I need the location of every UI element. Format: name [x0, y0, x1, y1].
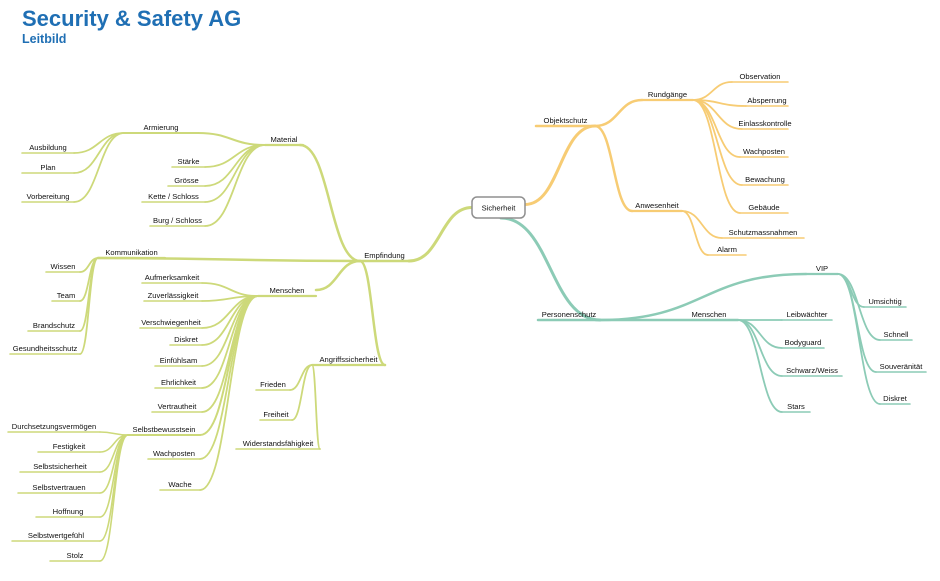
node-menschen: Menschen [269, 286, 304, 295]
node-schutzmassnahmen: Schutzmassnahmen [729, 228, 798, 237]
node-ausbildung: Ausbildung [29, 143, 67, 152]
node-staerke: Stärke [178, 157, 200, 166]
node-verschwiegenheit: Verschwiegenheit [141, 318, 201, 327]
branch-line [681, 210, 709, 256]
branch-line [291, 364, 313, 421]
node-menschen: Menschen [691, 310, 726, 319]
node-diskret: Diskret [883, 394, 908, 403]
node-zuverlaessigkeit: Zuverlässigkeit [148, 291, 200, 300]
node-widerstandsfaehigkeit: Widerstandsfähigkeit [243, 439, 314, 448]
node-stolz: Stolz [67, 551, 84, 560]
branch-line [837, 273, 865, 308]
node-armierung: Armierung [143, 123, 178, 132]
node-ehrlichkeit: Ehrlichkeit [161, 378, 197, 387]
node-wachposten: Wachposten [153, 449, 195, 458]
branch-line [598, 272, 808, 322]
branch-line [692, 99, 741, 214]
node-freiheit: Freiheit [263, 410, 289, 419]
node-absperrung: Absperrung [747, 96, 786, 105]
node-einlasskontrolle: Einlasskontrolle [738, 119, 791, 128]
node-schnell: Schnell [884, 330, 909, 339]
mind-map-branches [7, 81, 927, 562]
node-durchsetzungsvermoegen: Durchsetzungsvermögen [12, 422, 96, 431]
branch-line [837, 273, 881, 405]
branch-line [199, 295, 259, 491]
page-subtitle: Leitbild [22, 32, 67, 46]
center-node-label: Sicherheit [482, 204, 517, 213]
node-selbstvertrauen: Selbstvertrauen [32, 483, 85, 492]
node-bodyguard: Bodyguard [785, 338, 822, 347]
node-brandschutz: Brandschutz [33, 321, 75, 330]
node-material: Material [270, 135, 297, 144]
node-aufmerksamkeit: Aufmerksamkeit [145, 273, 200, 282]
node-bewachung: Bewachung [745, 175, 785, 184]
node-hoffnung: Hoffnung [53, 507, 84, 516]
node-schwarz-weiss: Schwarz/Weiss [786, 366, 838, 375]
node-wachposten: Wachposten [743, 147, 785, 156]
node-gesundheitsschutz: Gesundheitsschutz [13, 344, 78, 353]
node-umsichtig: Umsichtig [868, 297, 901, 306]
branch-line [99, 434, 129, 562]
branch-line [681, 210, 723, 239]
node-anwesenheit: Anwesenheit [635, 201, 679, 210]
branch-line [201, 295, 259, 413]
node-einfuehlsam: Einfühlsam [160, 356, 198, 365]
branch-line [523, 124, 597, 206]
node-leibwaechter: Leibwächter [787, 310, 828, 319]
node-observation: Observation [740, 72, 781, 81]
node-kette-schloss: Kette / Schloss [148, 192, 199, 201]
branch-line [99, 431, 129, 436]
page-title: Security & Safety AG [22, 6, 242, 31]
node-wache: Wache [168, 480, 191, 489]
node-kommunikation: Kommunikation [105, 248, 157, 257]
branch-line [201, 282, 259, 297]
branch-line [692, 99, 741, 158]
node-rundgaenge: Rundgänge [648, 90, 687, 99]
branch-line [692, 99, 743, 186]
branch-line [311, 364, 321, 450]
node-wissen: Wissen [51, 262, 76, 271]
node-vip: VIP [816, 264, 828, 273]
branch-line [407, 206, 474, 263]
branch-line [314, 259, 362, 292]
branch-line [692, 81, 733, 101]
node-objektschutz: Objektschutz [544, 116, 588, 125]
node-diskret: Diskret [174, 335, 199, 344]
branch-line [499, 216, 602, 322]
node-festigkeit: Festigkeit [53, 442, 86, 451]
center-node-box [471, 196, 526, 219]
mind-map-nodes: Empfindung Material ArmierungAusbildungPla… [12, 72, 923, 560]
node-empfindung: Empfindung [364, 251, 405, 260]
branch-line [837, 273, 881, 341]
node-vertrautheit: Vertrautheit [158, 402, 198, 411]
branch-line [737, 319, 783, 413]
node-plan: Plan [40, 163, 55, 172]
node-burg-schloss: Burg / Schloss [153, 216, 202, 225]
node-gebaeude: Gebäude [748, 203, 779, 212]
branch-line [79, 257, 99, 355]
branch-line [79, 257, 99, 332]
node-selbstwertgefuehl: Selbstwertgefühl [28, 531, 84, 540]
branch-line [593, 98, 644, 128]
node-selbstbewusstsein: Selbstbewusstsein [133, 425, 196, 434]
node-stars: Stars [787, 402, 805, 411]
node-frieden: Frieden [260, 380, 286, 389]
node-angriffssicherheit: Angriffssicherheit [319, 355, 378, 364]
branch-line [204, 144, 266, 203]
node-personenschutz: Personenschutz [542, 310, 597, 319]
node-vorbereitung: Vorbereitung [26, 192, 69, 201]
node-groesse: Grösse [174, 176, 198, 185]
branch-line [358, 259, 387, 367]
branch-line [593, 124, 634, 213]
branch-line [204, 144, 266, 227]
node-selbstsicherheit: Selbstsicherheit [33, 462, 87, 471]
node-team: Team [57, 291, 76, 300]
branch-line [197, 132, 266, 146]
node-alarm: Alarm [717, 245, 737, 254]
node-souveraenitaet: Souveränität [880, 362, 924, 371]
branch-line [73, 132, 125, 203]
branch-line [298, 143, 362, 263]
branch-line [199, 295, 259, 436]
